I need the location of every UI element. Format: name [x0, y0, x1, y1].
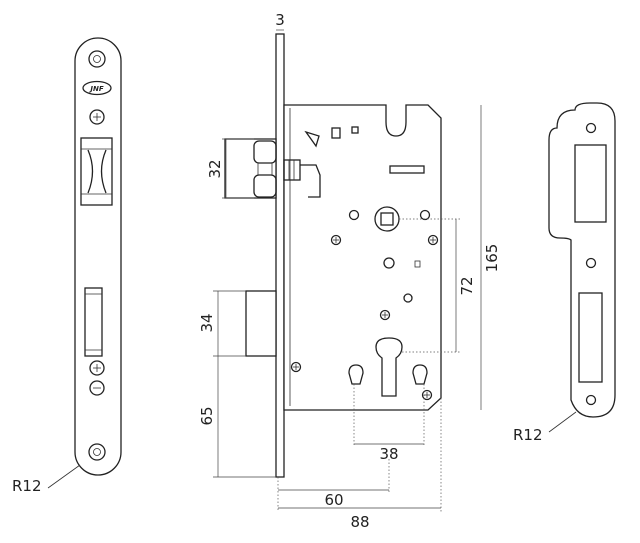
strike-screw-hole-bottom	[585, 394, 597, 406]
bottom-screw-hole	[88, 443, 106, 461]
faceplate: JNF	[74, 37, 122, 476]
faceplate-radius-label: R12	[12, 477, 42, 495]
bolt-slot	[389, 165, 425, 174]
strike-plate	[548, 102, 616, 418]
faceplate-screw-upper	[89, 109, 105, 125]
latch-opening	[80, 137, 113, 206]
dim-60-label: 60	[324, 491, 343, 509]
cylinder-cutout	[375, 337, 403, 397]
faceplate-screw-bottom	[89, 380, 105, 396]
dim-38-label: 38	[379, 445, 398, 463]
strike-radius-leader	[548, 411, 577, 433]
dim-32-label: 32	[206, 159, 224, 178]
faceplate-outline	[74, 37, 122, 476]
strike-plate-outline	[548, 102, 616, 418]
top-screw-hole	[88, 50, 106, 68]
dim-88-label: 88	[350, 513, 369, 531]
dim-65-label: 65	[198, 406, 216, 425]
dim-72-label: 72	[458, 276, 476, 295]
lock-case	[283, 104, 442, 411]
lock-body	[224, 33, 442, 478]
dim-165-label: 165	[483, 244, 501, 273]
strike-bolt-opening	[578, 292, 603, 383]
faceplate-radius-leader	[47, 464, 81, 489]
deadbolt	[245, 290, 277, 357]
strike-screw-hole-top	[585, 122, 597, 134]
dim-34-label: 34	[198, 313, 216, 332]
dim-3-label: 3	[275, 11, 285, 29]
strike-radius-label: R12	[513, 426, 543, 444]
latch-bolt	[224, 138, 321, 199]
bolt-opening	[84, 287, 103, 357]
brand-logo	[82, 80, 112, 96]
strike-screw-hole-middle	[585, 257, 597, 269]
faceplate-side	[275, 33, 285, 478]
brand-logo-text: JNF	[88, 85, 103, 93]
spindle-square	[380, 212, 394, 226]
strike-latch-opening	[574, 144, 607, 223]
faceplate-screw-lower	[89, 360, 105, 376]
